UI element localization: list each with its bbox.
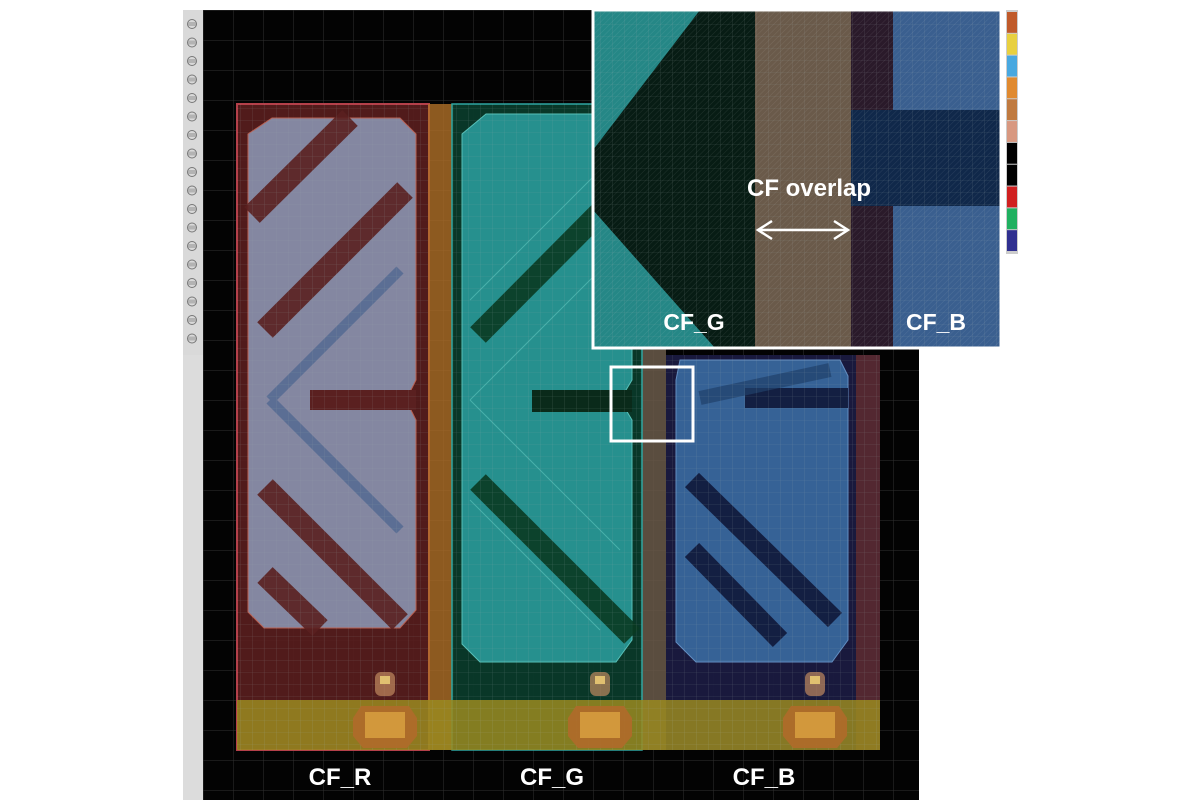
layers-icon[interactable] — [187, 130, 197, 140]
palette-swatch[interactable] — [1007, 208, 1017, 230]
gate-bus — [237, 700, 880, 750]
pointer-icon[interactable] — [187, 19, 197, 29]
subtract-icon[interactable] — [187, 259, 197, 270]
palette-swatch[interactable] — [1007, 77, 1017, 99]
palette-swatch[interactable] — [1007, 12, 1017, 33]
palette-swatch[interactable] — [1007, 186, 1017, 208]
align-icon[interactable] — [187, 222, 197, 233]
label-cf-g: CF_G — [519, 764, 585, 791]
palette-swatch[interactable] — [1007, 55, 1017, 77]
measure-icon[interactable] — [187, 296, 197, 307]
palette-swatch[interactable] — [1007, 142, 1017, 164]
palette-swatch[interactable] — [1007, 164, 1017, 186]
properties-icon[interactable] — [187, 333, 197, 344]
tft-device — [353, 672, 417, 748]
inset-label-cf-b: CF_B — [905, 309, 967, 335]
palette-swatch[interactable] — [1007, 33, 1017, 55]
toolbar-lower-panel — [183, 355, 203, 800]
select-icon[interactable] — [187, 111, 197, 122]
pan-icon[interactable] — [187, 56, 197, 66]
palette-swatch[interactable] — [1007, 121, 1017, 142]
palette-swatch[interactable] — [1007, 230, 1017, 251]
zoom-inset-frame — [591, 8, 1003, 350]
rotate-icon[interactable] — [187, 37, 197, 48]
palette-swatch[interactable] — [1007, 99, 1017, 121]
snap-icon[interactable] — [187, 278, 197, 288]
overlap-highlight-box[interactable] — [609, 365, 695, 443]
fit-icon[interactable] — [187, 315, 197, 325]
overlap-label: CF overlap — [746, 175, 872, 202]
color-palette[interactable] — [1006, 10, 1018, 254]
grid-icon[interactable] — [187, 148, 197, 159]
label-cf-b: CF_B — [732, 764, 796, 791]
zoom-inset — [593, 10, 1001, 348]
cf-b-column[interactable] — [666, 355, 880, 750]
cut-icon[interactable] — [187, 204, 197, 214]
overlap-arrow — [755, 219, 851, 241]
copy-icon[interactable] — [187, 167, 197, 177]
tft-device — [568, 672, 632, 748]
cf-r-column[interactable] — [236, 103, 430, 751]
tft-device — [783, 672, 847, 748]
label-cf-r: CF_R — [308, 764, 372, 791]
inset-label-cf-g: CF_G — [663, 309, 725, 335]
ruler-icon[interactable] — [187, 93, 197, 103]
zoom-icon[interactable] — [187, 74, 197, 85]
bus-line-1 — [428, 104, 454, 750]
shape-icon[interactable] — [187, 185, 197, 196]
merge-icon[interactable] — [187, 241, 197, 251]
